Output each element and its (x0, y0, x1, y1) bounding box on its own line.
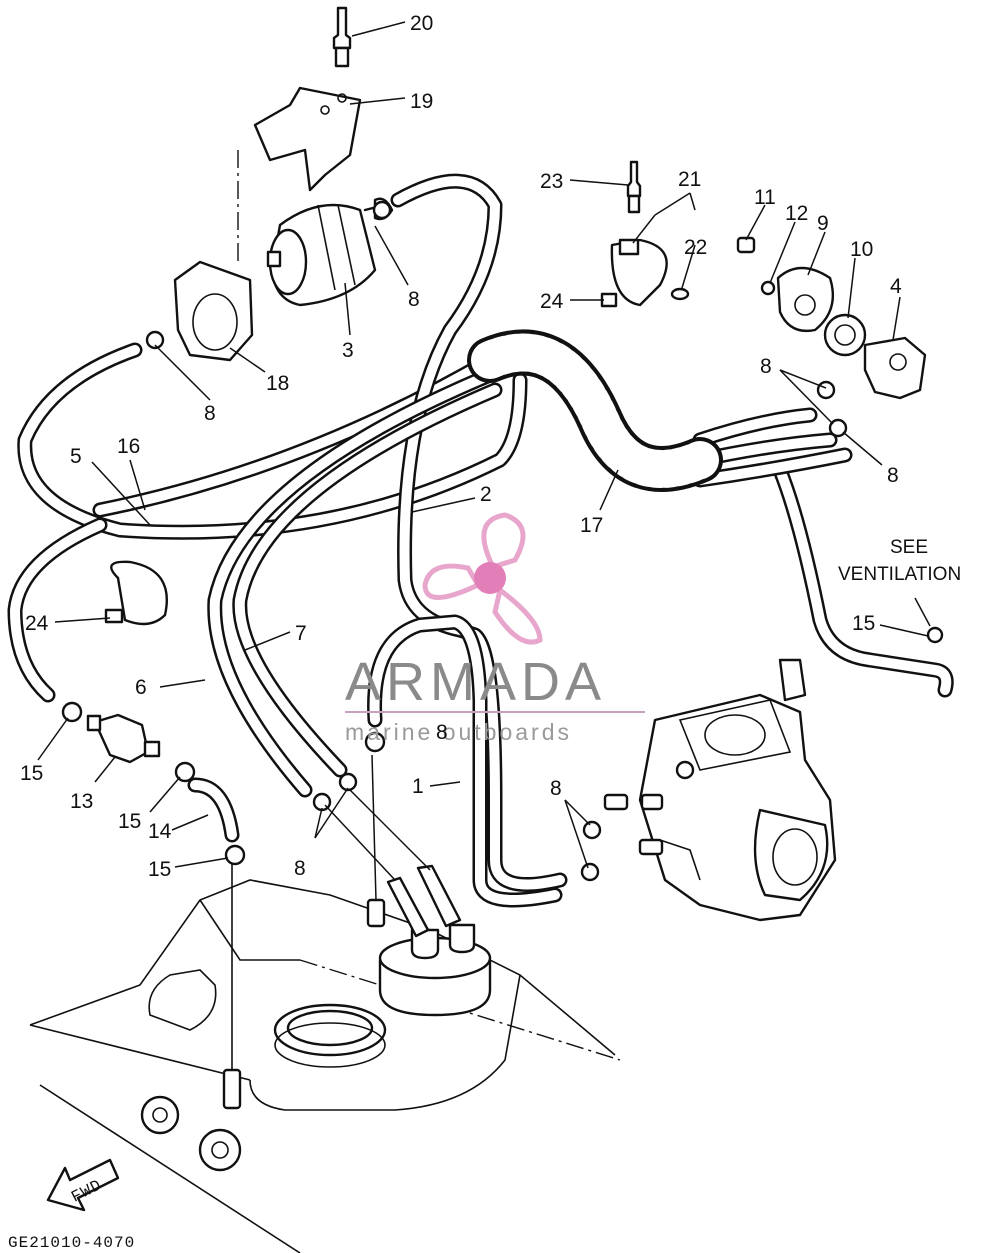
callout-10: 10 (850, 238, 873, 261)
callout-9: 9 (817, 212, 829, 235)
watermark-brand: ARMADA (345, 652, 606, 712)
callout-1: 1 (412, 775, 424, 798)
callout-numbers: 20 19 23 21 22 24 11 12 9 10 4 8 3 18 8 … (8, 12, 961, 1252)
fuel-cock-parts (736, 236, 927, 400)
callout-7: 7 (295, 622, 307, 645)
tank-vent-fitting (222, 860, 242, 1110)
callout-20: 20 (410, 12, 433, 35)
watermark-tagline: marine outboards (345, 719, 572, 745)
callout-15-right: 15 (852, 612, 875, 635)
callout-8-holder: 8 (204, 402, 216, 425)
fuel-filter-assembly (266, 197, 394, 307)
note-ventilation: VENTILATION (838, 564, 961, 585)
callout-18: 18 (266, 372, 289, 395)
sender-fittings (324, 754, 462, 938)
watermark: ARMADA marine outboards (345, 512, 645, 745)
callout-14: 14 (148, 820, 172, 843)
callout-15-lower: 15 (148, 858, 171, 881)
callout-15-middle: 15 (118, 810, 141, 833)
tie-24-upper (600, 292, 618, 308)
callout-17: 17 (580, 514, 603, 537)
callout-4: 4 (890, 275, 902, 298)
hose-clamps (61, 200, 944, 882)
callout-15-left: 15 (20, 762, 43, 785)
filter-holder-18 (173, 260, 254, 362)
propeller-logo (422, 512, 543, 645)
leader-lines (37, 21, 931, 869)
callout-8-lower: 8 (294, 857, 306, 880)
washer-22 (670, 287, 690, 301)
hose-protector (467, 329, 723, 492)
callout-13: 13 (70, 790, 93, 813)
throttle-body (603, 658, 837, 922)
callout-24-lower: 24 (25, 612, 49, 635)
callout-16: 16 (117, 435, 140, 458)
callout-23: 23 (540, 170, 563, 193)
callout-19: 19 (410, 90, 433, 113)
fuel-sender-unit (378, 923, 492, 1017)
callout-12: 12 (785, 202, 808, 225)
bolt-20 (332, 6, 352, 68)
callout-8-cock: 8 (760, 355, 772, 378)
callout-2: 2 (480, 483, 492, 506)
tank-grommets (140, 1095, 242, 1172)
bracket-19 (237, 86, 362, 265)
check-valve-13 (86, 713, 161, 764)
callout-8-right: 8 (887, 464, 899, 487)
fwd-arrow: FWD (46, 1158, 120, 1212)
hose-clip-21 (610, 238, 668, 307)
hoses (7, 173, 954, 908)
callout-8-filter: 8 (408, 288, 420, 311)
callout-6: 6 (135, 676, 147, 699)
callout-21: 21 (678, 168, 701, 191)
screw-23 (626, 160, 642, 214)
callout-24-upper: 24 (540, 290, 564, 313)
callout-8-carb: 8 (550, 777, 562, 800)
fuel-filler-neck (273, 1003, 387, 1068)
callout-22: 22 (684, 236, 707, 259)
cable-tie-loop (104, 560, 168, 626)
fuel-tank: FWD (29, 860, 621, 1253)
callout-5: 5 (70, 445, 82, 468)
callout-11: 11 (754, 186, 776, 209)
callout-8-middle: 8 (436, 721, 448, 744)
callout-3: 3 (342, 339, 354, 362)
diagram-code: GE21010-4070 (8, 1234, 135, 1252)
note-see: SEE (890, 537, 928, 558)
